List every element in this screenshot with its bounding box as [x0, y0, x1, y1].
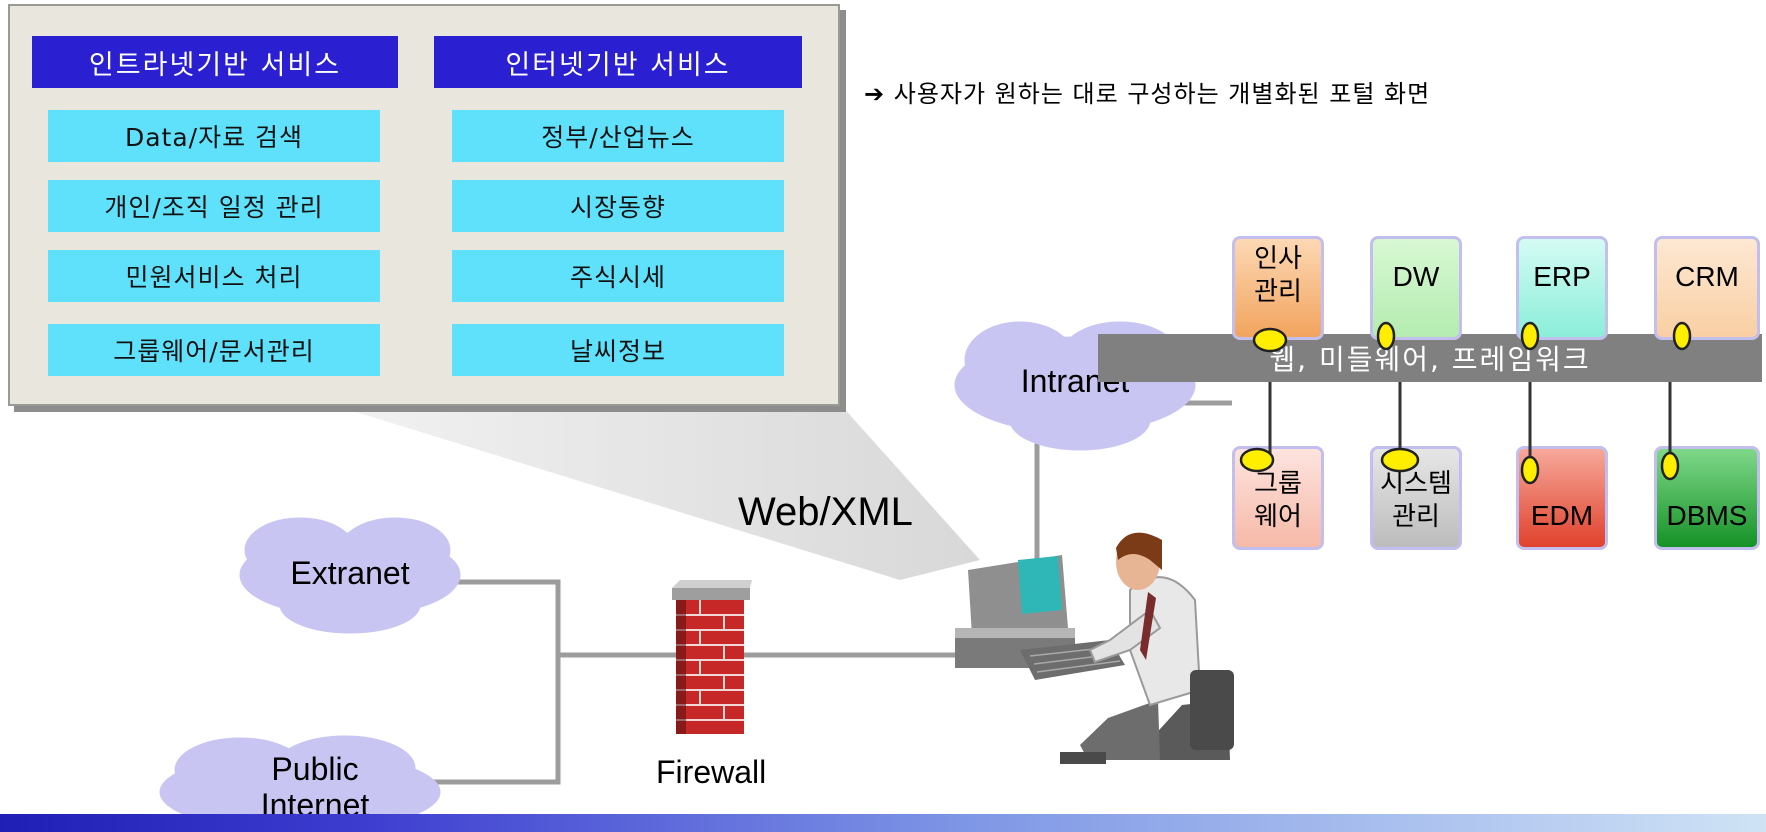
service-market-trends[interactable]: 시장동향	[452, 180, 784, 232]
public-internet-line1: Public	[271, 751, 359, 787]
system-hr-line2: 관리	[1254, 276, 1302, 307]
system-crm[interactable]: CRM	[1654, 236, 1760, 340]
internet-services-header: 인터넷기반 서비스	[434, 36, 802, 88]
service-groupware-docs[interactable]: 그룹웨어/문서관리	[48, 324, 380, 376]
service-schedule-management[interactable]: 개인/조직 일정 관리	[48, 180, 380, 232]
system-hr-line1: 인사	[1254, 244, 1302, 274]
firewall-icon	[672, 580, 752, 734]
service-stock-quotes[interactable]: 주식시세	[452, 250, 784, 302]
service-data-search[interactable]: Data/자료 검색	[48, 110, 380, 162]
connector-dw	[1376, 321, 1396, 351]
extranet-label: Extranet	[290, 555, 410, 591]
system-management-line2: 관리	[1392, 501, 1440, 532]
firewall-label: Firewall	[656, 754, 767, 790]
personalized-portal-note: ➔ 사용자가 원하는 대로 구성하는 개별화된 포털 화면	[864, 80, 1431, 108]
intranet-services-header: 인트라넷기반 서비스	[32, 36, 398, 88]
connector-edm	[1520, 455, 1540, 485]
connector-erp	[1520, 321, 1540, 351]
computer-workstation-icon	[955, 555, 1125, 680]
system-groupware-line1: 그룹	[1254, 469, 1302, 499]
service-civil-service[interactable]: 민원서비스 처리	[48, 250, 380, 302]
extranet-cloud	[239, 517, 461, 634]
connector-crm	[1672, 321, 1692, 351]
intranet-cloud	[954, 321, 1196, 451]
system-management-line1: 시스템	[1380, 469, 1452, 499]
web-xml-label: Web/XML	[738, 490, 913, 534]
extranet-internet-link	[410, 579, 561, 785]
connector-dbms	[1660, 451, 1680, 481]
connector-sysmgmt	[1380, 447, 1420, 473]
service-news[interactable]: 정부/산업뉴스	[452, 110, 784, 162]
middleware-bus: 웹, 미들웨어, 프레임워크	[1098, 334, 1762, 382]
connector-groupware	[1239, 447, 1275, 473]
service-weather[interactable]: 날씨정보	[452, 324, 784, 376]
connector-hr	[1252, 327, 1288, 353]
system-groupware-line2: 웨어	[1254, 501, 1302, 532]
footer-gradient-bar	[0, 814, 1766, 832]
office-worker-icon	[1060, 532, 1234, 764]
portal-screen-panel: 인트라넷기반 서비스 인터넷기반 서비스 Data/자료 검색 개인/조직 일정…	[8, 4, 840, 406]
